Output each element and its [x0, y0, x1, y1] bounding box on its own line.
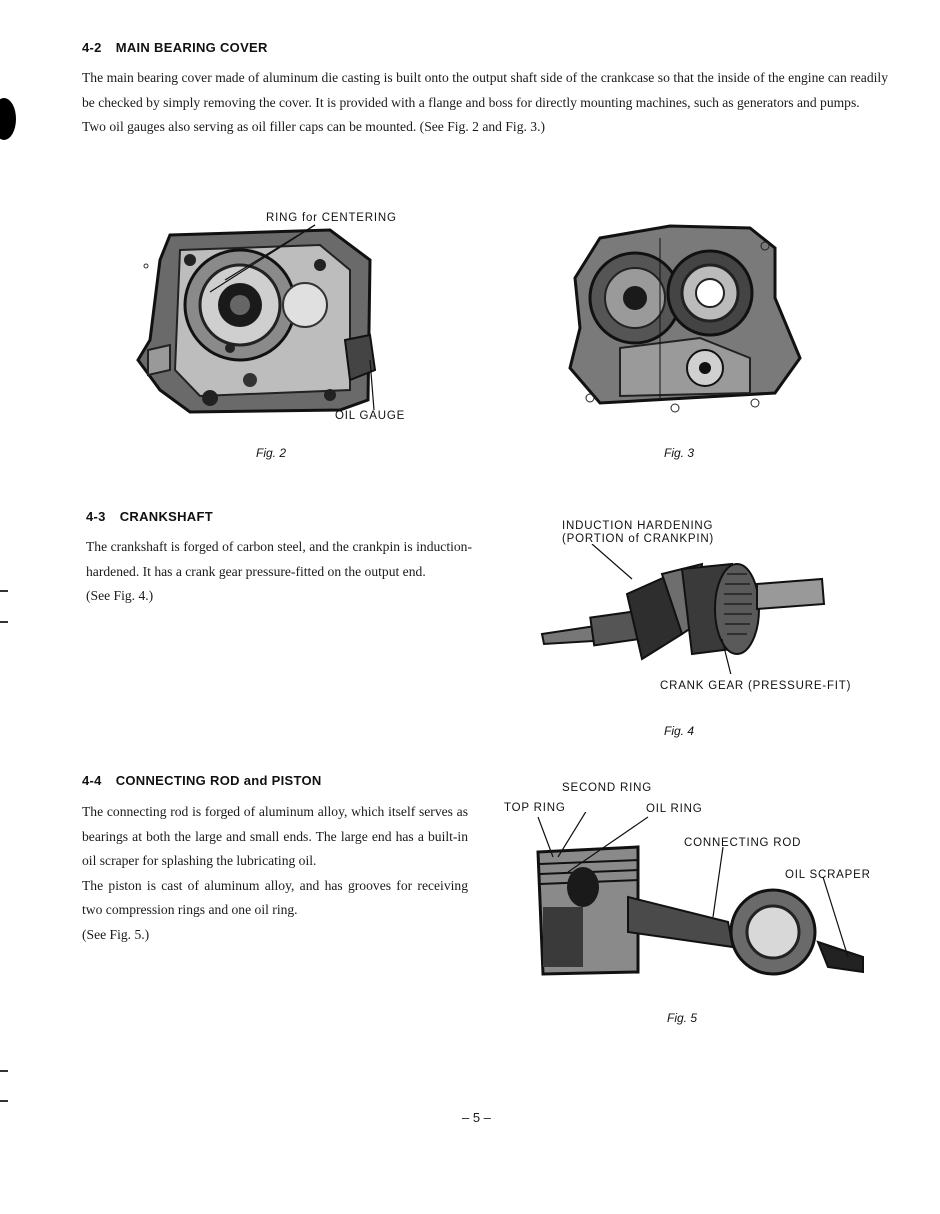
fig4-label-hardening-1: INDUCTION HARDENING — [562, 520, 714, 532]
fig5-label-top-ring: TOP RING — [504, 802, 566, 814]
margin-tick — [0, 1070, 8, 1072]
margin-tick — [0, 590, 8, 592]
fig4-label-gear: CRANK GEAR (PRESSURE-FIT) — [660, 680, 852, 692]
fig3-caption: Fig. 3 — [664, 446, 695, 460]
fig3-image — [568, 224, 802, 413]
fig4-caption: Fig. 4 — [664, 724, 695, 738]
margin-tick — [0, 1100, 8, 1102]
section-heading-4-4: 4-4 CONNECTING ROD and PISTON — [82, 773, 322, 788]
fig2-image — [136, 224, 377, 414]
section-title: CRANKSHAFT — [119, 509, 213, 524]
paragraph: (See Fig. 5.) — [82, 926, 150, 942]
fig5-caption: Fig. 5 — [667, 1011, 698, 1025]
fig5-label-oil-ring: OIL RING — [646, 803, 703, 815]
page-number: – 5 – — [462, 1110, 491, 1125]
paragraph: The piston is cast of aluminum alloy, an… — [82, 877, 468, 918]
fig5-image — [536, 812, 864, 976]
fig5-label-second-ring: SECOND RING — [562, 782, 652, 794]
section-title: MAIN BEARING COVER — [115, 40, 268, 55]
paragraph: The connecting rod is forged of aluminum… — [82, 804, 468, 868]
fig4-label-hardening-2: (PORTION of CRANKPIN) — [562, 533, 715, 545]
fig2-caption: Fig. 2 — [256, 446, 287, 460]
section-heading-4-2: 4-2 MAIN BEARING COVER — [82, 40, 268, 55]
paragraph: The crankshaft is forged of carbon steel… — [86, 539, 472, 579]
section-body-4-3: The crankshaft is forged of carbon steel… — [86, 535, 472, 609]
fig5-label-rod: CONNECTING ROD — [684, 837, 802, 849]
paragraph: (See Fig. 4.) — [86, 588, 154, 603]
margin-tick — [0, 621, 8, 623]
section-number: 4-3 — [86, 509, 106, 524]
fig2-label-ring: RING for CENTERING — [266, 212, 397, 224]
section-number: 4-4 — [82, 773, 102, 788]
fig2-label-gauge: OIL GAUGE — [335, 410, 406, 422]
paragraph: Two oil gauges also serving as oil fille… — [82, 119, 546, 134]
section-heading-4-3: 4-3 CRANKSHAFT — [86, 509, 213, 524]
section-body-4-4: The connecting rod is forged of aluminum… — [82, 800, 468, 947]
section-number: 4-2 — [82, 40, 102, 55]
section-body-4-2: The main bearing cover made of aluminum … — [82, 66, 888, 140]
fig4-image — [540, 544, 826, 674]
fig5-label-scraper: OIL SCRAPER — [785, 869, 871, 881]
section-title: CONNECTING ROD and PISTON — [115, 773, 322, 788]
margin-mark — [0, 98, 16, 140]
paragraph: The main bearing cover made of aluminum … — [82, 70, 888, 110]
